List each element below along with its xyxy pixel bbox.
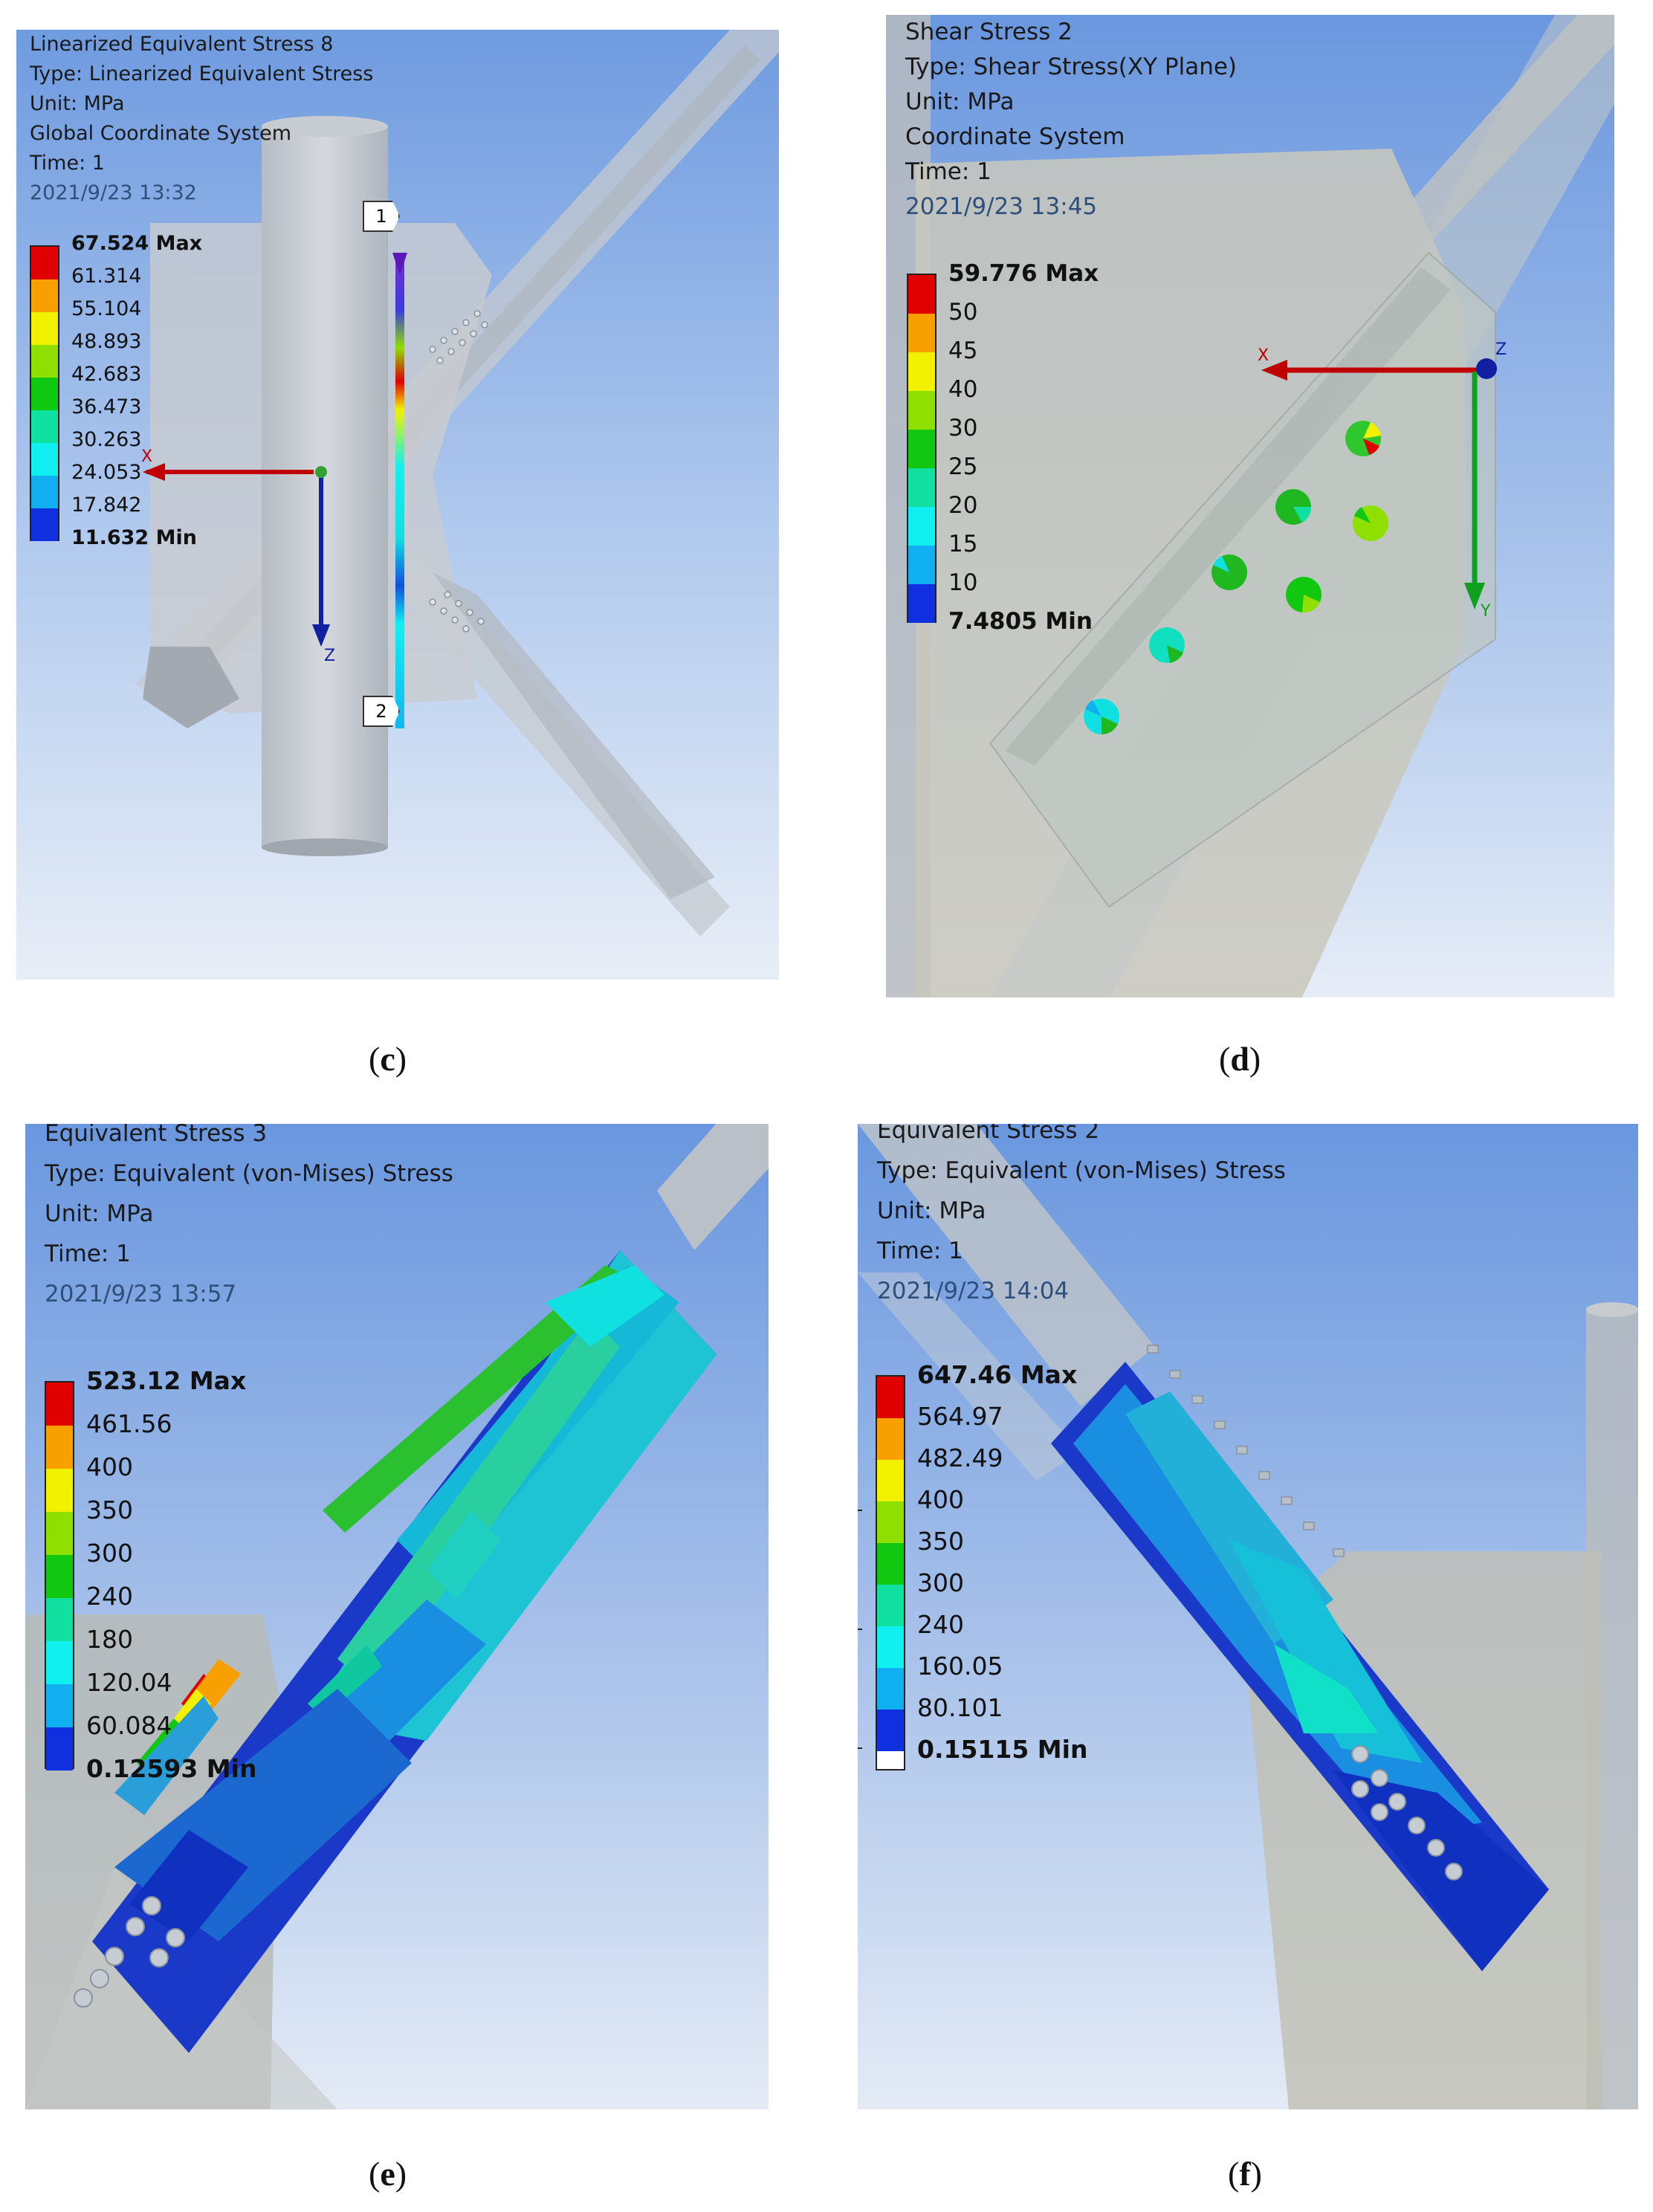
caption-letter: c <box>380 1040 395 1078</box>
caption-letter: e <box>380 2155 395 2193</box>
legend-value: 240 <box>917 1610 964 1639</box>
legend-color-bar <box>30 245 59 541</box>
result-type: Type: Shear Stress(XY Plane) <box>905 54 1238 80</box>
legend-value: 482.49 <box>917 1443 1003 1472</box>
caption-letter: f <box>1239 2155 1251 2193</box>
legend-value: 80.101 <box>917 1693 1003 1722</box>
legend-value: 15 <box>948 531 978 557</box>
result-title: Equivalent Stress 2 <box>877 1124 1100 1144</box>
legend-value: 400 <box>86 1452 133 1481</box>
legend-value: 40 <box>948 376 978 403</box>
legend-value: 400 <box>917 1485 964 1514</box>
legend-value: 564.97 <box>917 1402 1003 1431</box>
legend-value: 30.263 <box>71 428 142 451</box>
legend-value: 180 <box>86 1625 133 1654</box>
panel-c-model-view[interactable] <box>16 30 779 980</box>
legend-value: 50 <box>948 299 978 326</box>
result-title: Equivalent Stress 3 <box>45 1124 268 1147</box>
legend-max: 647.46 Max <box>917 1360 1078 1389</box>
result-date: 2021/9/23 13:57 <box>45 1281 237 1307</box>
result-type: Type: Equivalent (von-Mises) Stress <box>45 1160 453 1187</box>
legend-color-bar <box>907 274 937 623</box>
legend-value: 61.314 <box>71 265 142 288</box>
result-type: Type: Equivalent (von-Mises) Stress <box>877 1157 1286 1184</box>
result-unit: Unit: MPa <box>45 1200 154 1227</box>
legend-value: 42.683 <box>71 363 142 386</box>
legend-value: 45 <box>948 337 978 364</box>
legend-value: 17.842 <box>71 494 142 517</box>
legend-min: 0.15115 Min <box>917 1735 1088 1764</box>
result-date: 2021/9/23 13:45 <box>905 193 1098 220</box>
legend-value: 300 <box>917 1568 964 1597</box>
caption-c: (c) <box>369 1040 407 1078</box>
result-time: Time: 1 <box>905 158 992 185</box>
probe-label-1[interactable]: 1 <box>363 201 400 232</box>
coordinate-system: Coordinate System <box>905 123 1125 150</box>
panel-f: Equivalent Stress 2 Type: Equivalent (vo… <box>858 1124 1638 2109</box>
legend-value: 350 <box>917 1527 964 1556</box>
panel-c: 1 2 X Z Linearized Equivalent Stress 8 T… <box>16 30 779 980</box>
legend-value: 461.56 <box>86 1409 172 1438</box>
legend-color-bar <box>876 1375 905 1770</box>
legend-max: 67.524 Max <box>71 232 203 255</box>
caption-d: (d) <box>1219 1040 1261 1078</box>
probe-label-2[interactable]: 2 <box>363 696 400 727</box>
probe-path <box>395 253 404 728</box>
axis-x-label: X <box>141 447 153 466</box>
legend-value: 240 <box>86 1582 133 1611</box>
panel-d: X Z Y Shear Stress 2 Type: Shear Stress(… <box>886 15 1614 997</box>
result-unit: Unit: MPa <box>877 1197 986 1224</box>
legend-min: 7.4805 Min <box>948 608 1093 635</box>
legend-value: 36.473 <box>71 395 142 418</box>
legend-value: 120.04 <box>86 1668 172 1697</box>
panel-d-model-view[interactable] <box>886 15 1614 997</box>
result-title: Linearized Equivalent Stress 8 <box>30 33 334 56</box>
legend-value: 25 <box>948 453 978 480</box>
legend-value: 24.053 <box>71 461 142 484</box>
legend-value: 350 <box>86 1495 133 1524</box>
bolt-results <box>1084 421 1388 735</box>
caption-f: (f) <box>1228 2155 1262 2193</box>
panel-f-model-view[interactable] <box>858 1124 1638 2109</box>
result-unit: Unit: MPa <box>905 88 1015 115</box>
result-title: Shear Stress 2 <box>905 19 1073 45</box>
axis-y-label: Y <box>1481 602 1491 621</box>
panel-e: Equivalent Stress 3 Type: Equivalent (vo… <box>25 1124 769 2109</box>
legend-value: 60.084 <box>86 1711 172 1740</box>
axis-z-label: Z <box>1495 340 1507 359</box>
result-unit: Unit: MPa <box>30 92 125 115</box>
result-time: Time: 1 <box>877 1238 963 1264</box>
legend-max: 523.12 Max <box>86 1366 247 1395</box>
legend-min: 11.632 Min <box>71 526 197 549</box>
result-type: Type: Linearized Equivalent Stress <box>30 62 374 85</box>
legend-value: 300 <box>86 1539 133 1568</box>
legend-value: 30 <box>948 415 978 442</box>
legend-value: 20 <box>948 492 978 519</box>
result-date: 2021/9/23 14:04 <box>877 1278 1070 1304</box>
legend-min: 0.12593 Min <box>86 1754 257 1783</box>
legend-color-bar <box>45 1381 74 1770</box>
axis-x-label: X <box>1258 346 1269 365</box>
legend-max: 59.776 Max <box>948 260 1099 287</box>
axis-z-label: Z <box>324 647 336 665</box>
caption-e: (e) <box>369 2155 407 2193</box>
result-time: Time: 1 <box>30 152 105 175</box>
caption-letter: d <box>1230 1040 1249 1078</box>
legend-value: 55.104 <box>71 297 142 320</box>
panel-e-model-view[interactable] <box>25 1124 769 2109</box>
coordinate-system: Global Coordinate System <box>30 122 291 145</box>
result-date: 2021/9/23 13:32 <box>30 181 197 204</box>
legend-value: 10 <box>948 569 978 596</box>
legend-value: 48.893 <box>71 330 142 353</box>
result-time: Time: 1 <box>45 1241 131 1267</box>
legend-value: 160.05 <box>917 1652 1003 1681</box>
